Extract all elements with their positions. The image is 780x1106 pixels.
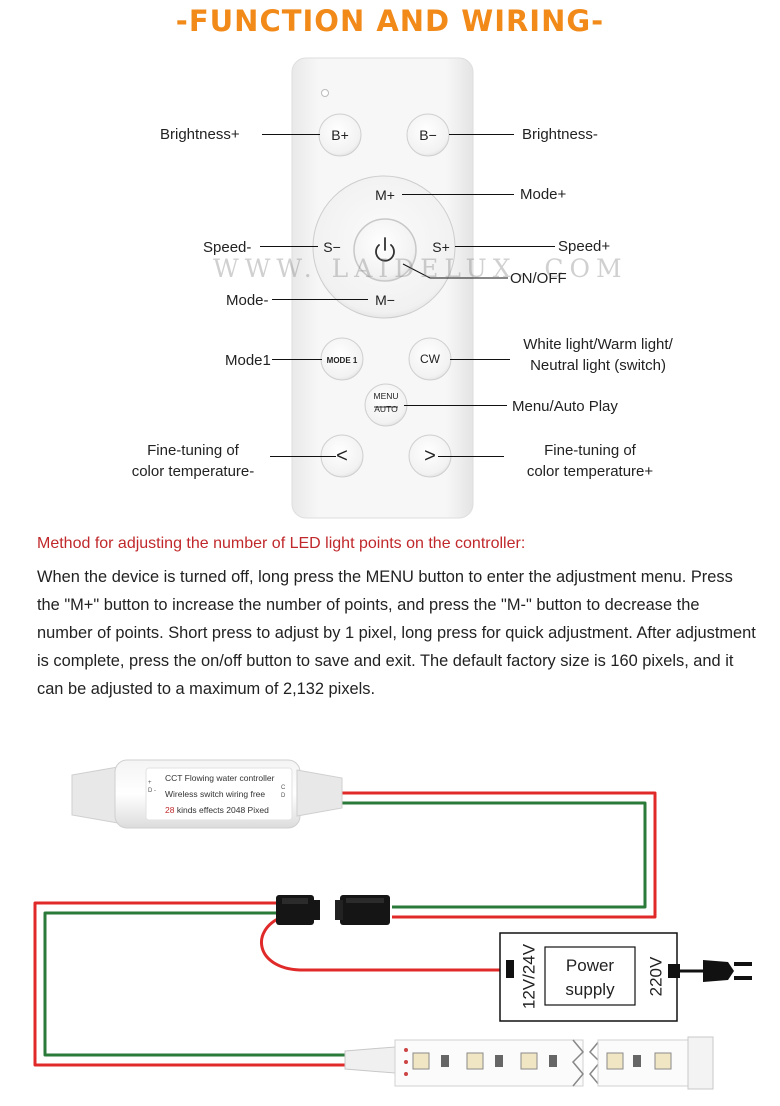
controller-effects-text: kinds effects 2048 Pixed: [174, 805, 269, 815]
s-plus-button-label[interactable]: S+: [432, 239, 450, 255]
leader-mode-plus: [402, 194, 514, 195]
b-minus-button-label[interactable]: B−: [419, 127, 437, 143]
m-plus-button-label[interactable]: M+: [375, 187, 395, 203]
power-supply-label-line1: Power: [565, 956, 615, 975]
label-mode-minus: Mode-: [226, 292, 269, 309]
plug-icon: [668, 960, 752, 982]
leader-brightness-minus: [449, 134, 514, 135]
power-output-voltage: 220V: [646, 956, 666, 997]
left-button-label[interactable]: <: [336, 445, 348, 467]
method-paragraph: When the device is turned off, long pres…: [37, 568, 756, 698]
leader-speed-plus: [455, 246, 555, 247]
label-fine-plus-line2: color temperature+: [526, 463, 654, 480]
label-speed-minus: Speed-: [203, 239, 252, 256]
sm-connector: [276, 895, 390, 925]
power-input-voltage: 12V/24V: [519, 943, 539, 1010]
label-mode-plus: Mode+: [520, 186, 567, 203]
label-menu-auto: Menu/Auto Play: [512, 398, 618, 415]
controller-label-line3: 28 kinds effects 2048 Pixed: [165, 804, 269, 816]
controller-left-marks: + D -: [148, 780, 156, 794]
led-strip: [344, 1036, 714, 1090]
leader-fine-plus: [438, 456, 504, 457]
label-brightness-minus: Brightness-: [522, 126, 598, 143]
controller-effects-count: 28: [165, 805, 175, 815]
controller-label-line1: CCT Flowing water controller: [165, 773, 275, 783]
label-mode1: Mode1: [225, 352, 271, 369]
leader-menu: [404, 405, 507, 406]
mode1-button-label[interactable]: MODE 1: [326, 356, 358, 365]
leader-mode1: [272, 359, 322, 360]
power-supply-label-box: [544, 946, 636, 1006]
right-button-label[interactable]: >: [424, 445, 436, 467]
m-minus-button-label[interactable]: M−: [375, 292, 395, 308]
controller-right-marks: C D: [281, 785, 286, 799]
b-plus-button-label[interactable]: B+: [331, 127, 349, 143]
b-plus-button: [318, 113, 362, 157]
method-heading: Method for adjusting the number of LED l…: [37, 535, 526, 552]
label-white-light-line1: White light/Warm light/: [523, 336, 673, 353]
cw-button-label[interactable]: CW: [420, 352, 440, 366]
label-brightness-plus: Brightness+: [160, 126, 240, 143]
label-fine-minus-line1: Fine-tuning of: [147, 442, 239, 459]
label-white-light-line2: Neutral light (switch): [530, 357, 666, 374]
leader-brightness-plus: [262, 134, 320, 135]
page-title: -FUNCTION AND WIRING-: [175, 4, 605, 38]
b-minus-button: [406, 113, 450, 157]
label-on-off: ON/OFF: [510, 270, 567, 287]
auto-button-label[interactable]: AUTO: [374, 404, 398, 414]
controller-box: [71, 759, 343, 829]
leader-fine-minus: [270, 456, 336, 457]
menu-button-label[interactable]: MENU: [373, 391, 399, 401]
controller-label-line2: Wireless switch wiring free: [165, 789, 266, 799]
watermark: WWW. LAIDELUX. COM: [213, 254, 628, 283]
power-supply-label-line2: supply: [565, 980, 615, 999]
s-minus-button-label[interactable]: S−: [323, 239, 341, 255]
label-fine-minus-line2: color temperature-: [131, 463, 255, 480]
power-icon: [375, 237, 395, 262]
leader-mode-minus: [272, 299, 368, 300]
label-speed-plus: Speed+: [558, 238, 611, 255]
leader-speed-minus: [260, 246, 318, 247]
indicator-led: [321, 89, 329, 97]
leader-cw: [450, 359, 510, 360]
label-fine-plus-line1: Fine-tuning of: [544, 442, 636, 459]
